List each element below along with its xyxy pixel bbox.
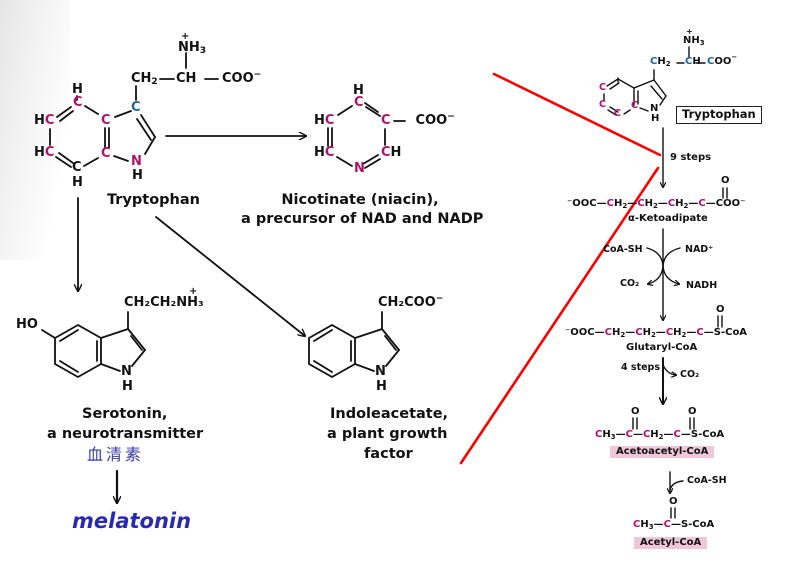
glutaryl-label: Glutaryl-CoA	[626, 342, 698, 353]
serotonin-ho: HO	[16, 317, 38, 332]
minus: −	[253, 70, 262, 80]
tryptophan-label: Tryptophan	[107, 192, 200, 208]
right-tryptophan-bonds	[603, 46, 706, 116]
indoleacetate-label-3: factor	[364, 446, 413, 462]
oxygen-1: O	[721, 175, 730, 186]
indoleacetate-bonds	[308, 311, 400, 379]
glutaryl-formula: ⁻OOC—CH2—CH2—CH2—C—S-CoA	[565, 327, 748, 339]
minus: −	[447, 112, 455, 122]
trp-ch: CH	[176, 71, 197, 86]
coo: COO	[406, 113, 448, 128]
nh3-plus-charge: +	[181, 31, 190, 42]
indoleacetate-side-chain: CH₂COO−	[378, 294, 444, 310]
side-chain: CH₂COO	[378, 295, 436, 310]
coa-sh-2: CoA-SH	[687, 475, 727, 486]
red-annotation-lines	[459, 72, 662, 465]
indoleacetate-label-2: a plant growth	[327, 426, 448, 442]
nadh-out: NADH	[686, 280, 718, 291]
coo: COO	[222, 71, 254, 86]
nh-text: NH	[178, 40, 200, 55]
trp-side-chain: CH2	[131, 71, 158, 87]
ch2: CH	[131, 71, 152, 86]
co2-out-2: CO₂	[680, 369, 700, 380]
trp-coo: COO−	[222, 70, 262, 86]
serotonin-bonds	[41, 311, 146, 379]
four-steps-label: 4 steps	[621, 362, 661, 373]
serotonin-chinese-label: 血清素	[87, 445, 145, 464]
ketoadipate-label: α-Ketoadipate	[628, 213, 708, 224]
acetoacetyl-formula: CH3—C—CH2—C—S-CoA	[595, 429, 725, 441]
sub-3: 3	[199, 46, 207, 56]
nicotinate-label-1: Nicotinate (niacin),	[281, 192, 439, 208]
corner-shading	[0, 0, 70, 260]
acetyl-coa-label: Acetyl-CoA	[634, 537, 708, 549]
acetyl-formula: CH3—C—S-CoA	[633, 519, 715, 531]
nine-steps-label: 9 steps	[670, 152, 712, 163]
coa-sh-in: CoA-SH	[603, 244, 643, 255]
ketoadipate-formula: ⁻OOC—CH2—CH2—CH2—C—COO⁻	[567, 198, 746, 210]
indoleacetate-label-1: Indoleacetate,	[330, 406, 449, 422]
tryptophan-box-label: Tryptophan	[676, 106, 762, 124]
melatonin-label: melatonin	[72, 509, 192, 533]
serotonin-side-chain: CH₂CH₂NH₃	[124, 295, 204, 310]
nicotinate-label-2: a precursor of NAD and NADP	[241, 211, 484, 227]
tryptophan-bonds	[49, 52, 219, 168]
red-line-lower	[459, 166, 660, 465]
red-line-upper	[492, 72, 662, 157]
trp-n: N	[131, 154, 142, 169]
trp-nh3: NH3	[178, 40, 207, 56]
serotonin-label-2: a neurotransmitter	[47, 426, 204, 442]
co2-out: CO₂	[620, 278, 640, 289]
nicotinate-bonds	[327, 102, 406, 169]
nad-plus-in: NAD⁺	[685, 244, 714, 255]
serotonin-label-1: Serotonin,	[82, 406, 168, 422]
acetoacetyl-label: Acetoacetyl-CoA	[610, 446, 715, 458]
